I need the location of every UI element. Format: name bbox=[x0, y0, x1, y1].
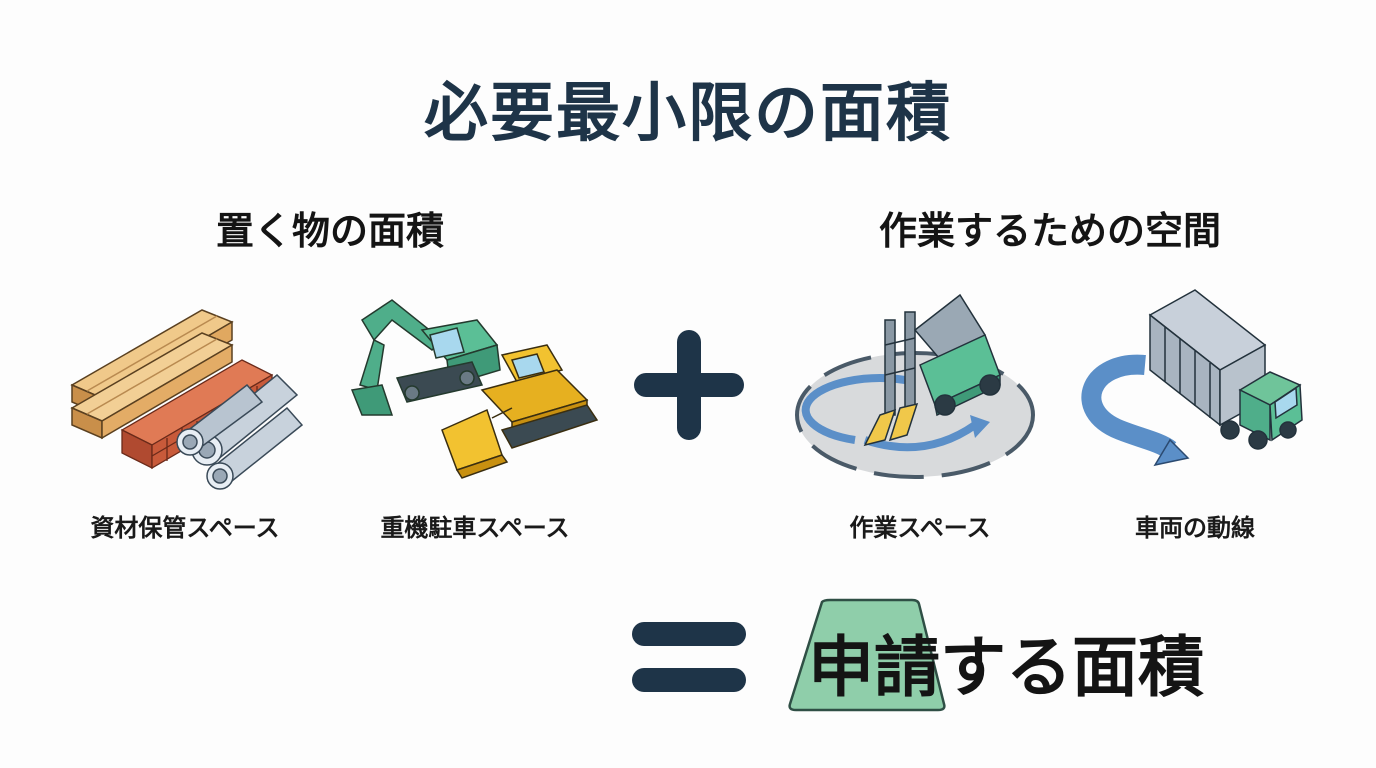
plus-operator bbox=[634, 330, 744, 440]
item-label-vehicle-route: 車両の動線 bbox=[1135, 514, 1255, 542]
item-label-material-storage: 資材保管スペース bbox=[90, 514, 280, 542]
forklift-work-area-icon bbox=[795, 293, 1035, 479]
building-materials-icon bbox=[70, 309, 304, 490]
result-label: 申請する面積 bbox=[808, 629, 1204, 706]
truck-route-icon bbox=[1081, 289, 1303, 467]
equals-operator bbox=[632, 622, 746, 692]
result-highlight-shape bbox=[788, 598, 946, 712]
heavy-machinery-icon bbox=[350, 299, 599, 479]
page-title: 必要最小限の面積 bbox=[424, 77, 952, 151]
group-heading-work-space: 作業するための空間 bbox=[878, 209, 1221, 253]
item-label-work-space: 作業スペース bbox=[849, 514, 991, 542]
group-heading-placed-items: 置く物の面積 bbox=[215, 209, 444, 253]
item-label-machinery-parking: 重機駐車スペース bbox=[380, 514, 570, 542]
